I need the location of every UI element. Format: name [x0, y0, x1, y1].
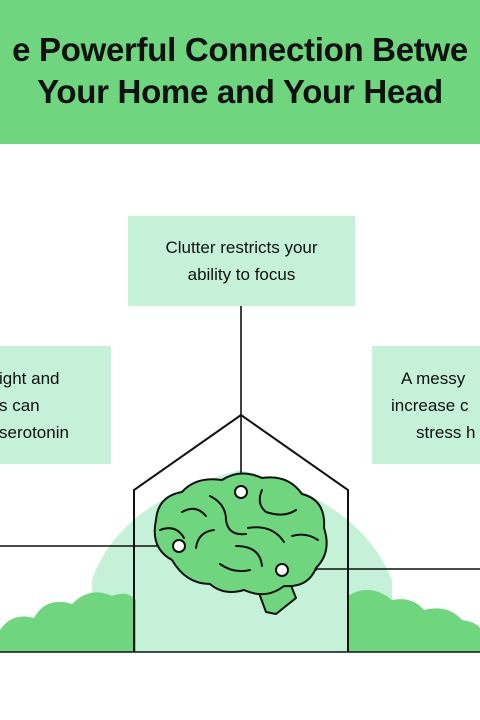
- title-line-1: e Powerful Connection Betwe: [12, 31, 468, 68]
- card-top-line-1: Clutter restricts your: [165, 238, 318, 257]
- illustration: [0, 306, 480, 653]
- left-bush-icon: [0, 592, 136, 652]
- card-left: ight and s can serotonin: [0, 346, 111, 464]
- dot-right: [275, 563, 289, 577]
- title-line-2: Your Home and Your Head: [37, 73, 443, 110]
- card-right-line-1: A messy: [401, 369, 466, 388]
- title-banner: e Powerful Connection Betwe Your Home an…: [0, 0, 480, 144]
- card-right-line-2: increase c: [391, 396, 469, 415]
- card-left-line-2: s can: [0, 396, 40, 415]
- right-bush-icon: [348, 589, 480, 652]
- card-left-line-1: ight and: [0, 369, 60, 388]
- card-top: Clutter restricts your ability to focus: [128, 216, 355, 306]
- card-right: A messy increase c stress h: [372, 346, 480, 464]
- card-top-line-2: ability to focus: [187, 265, 296, 284]
- dot-top: [234, 485, 248, 499]
- card-right-line-3: stress h: [416, 423, 476, 442]
- dot-left: [172, 539, 186, 553]
- card-left-line-3: serotonin: [0, 423, 69, 442]
